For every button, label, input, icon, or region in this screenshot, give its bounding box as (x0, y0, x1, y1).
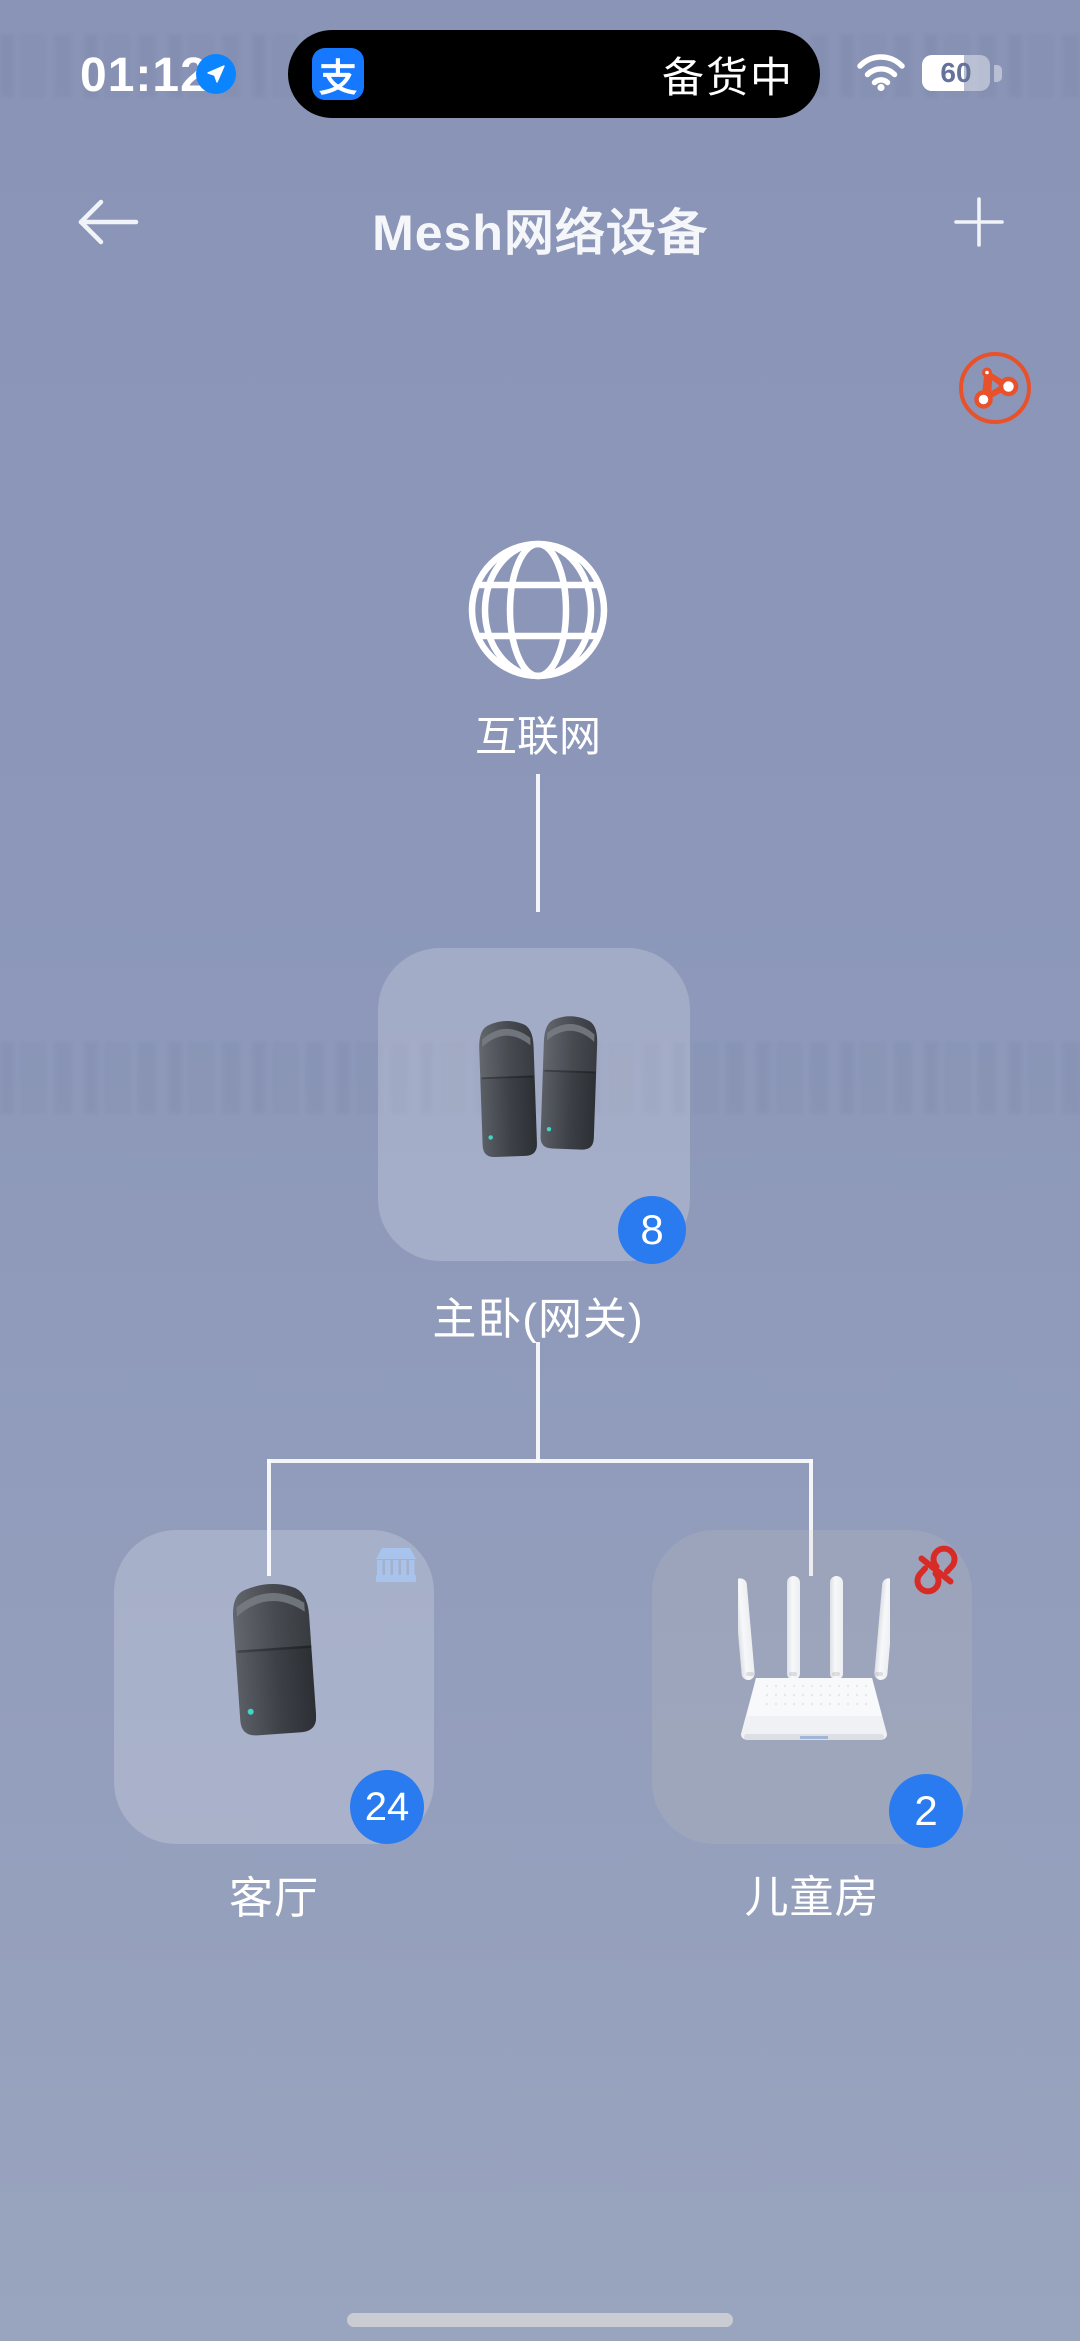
living-room-device-image (232, 1584, 316, 1736)
internet-label: 互联网 (474, 713, 601, 760)
home-indicator[interactable] (347, 2313, 733, 2327)
battery-cap (994, 65, 1002, 82)
battery-fill (922, 55, 965, 91)
battery-indicator: 60 (922, 55, 990, 91)
kids-room-client-count-badge: 2 (889, 1774, 963, 1848)
connector-gateway-stem (536, 1342, 540, 1462)
add-device-button[interactable] (934, 186, 1024, 258)
page-title: Mesh网络设备 (372, 205, 708, 261)
connector-horizontal (267, 1459, 813, 1463)
living-room-client-count-badge: 24 (350, 1770, 424, 1844)
back-arrow-icon (78, 199, 139, 245)
kids-room-device-image (738, 1576, 890, 1740)
building-icon (376, 1548, 416, 1582)
connector-internet-gateway (536, 774, 540, 912)
gateway-label: 主卧(网关) (432, 1295, 644, 1344)
mesh-topology-icon (959, 352, 1031, 424)
connector-left-drop (267, 1459, 271, 1576)
living-room-card[interactable]: 24 (114, 1530, 434, 1844)
gateway-client-count-badge: 8 (618, 1196, 686, 1264)
connector-right-drop (809, 1459, 813, 1576)
wifi-icon (857, 54, 905, 92)
location-arrow-icon (196, 54, 236, 94)
topology-view-button[interactable] (955, 348, 1035, 428)
island-status-text: 备货中 (661, 53, 794, 101)
watermark-row (0, 1042, 1080, 1114)
globe-icon (468, 540, 608, 680)
living-room-label: 客厅 (229, 1874, 319, 1923)
broken-link-icon (914, 1545, 958, 1595)
kids-room-label: 儿童房 (744, 1873, 880, 1922)
plus-icon (954, 197, 1004, 247)
gateway-card[interactable]: 8 (378, 948, 690, 1264)
kids-room-card[interactable]: 2 (652, 1530, 972, 1848)
battery-level: 60 (940, 57, 972, 88)
gateway-device-image (479, 1016, 598, 1157)
alipay-icon: 支 (312, 48, 364, 100)
dynamic-island[interactable]: 支 备货中 (288, 30, 820, 118)
status-time: 01:12 (80, 49, 208, 102)
back-button[interactable] (62, 186, 152, 258)
